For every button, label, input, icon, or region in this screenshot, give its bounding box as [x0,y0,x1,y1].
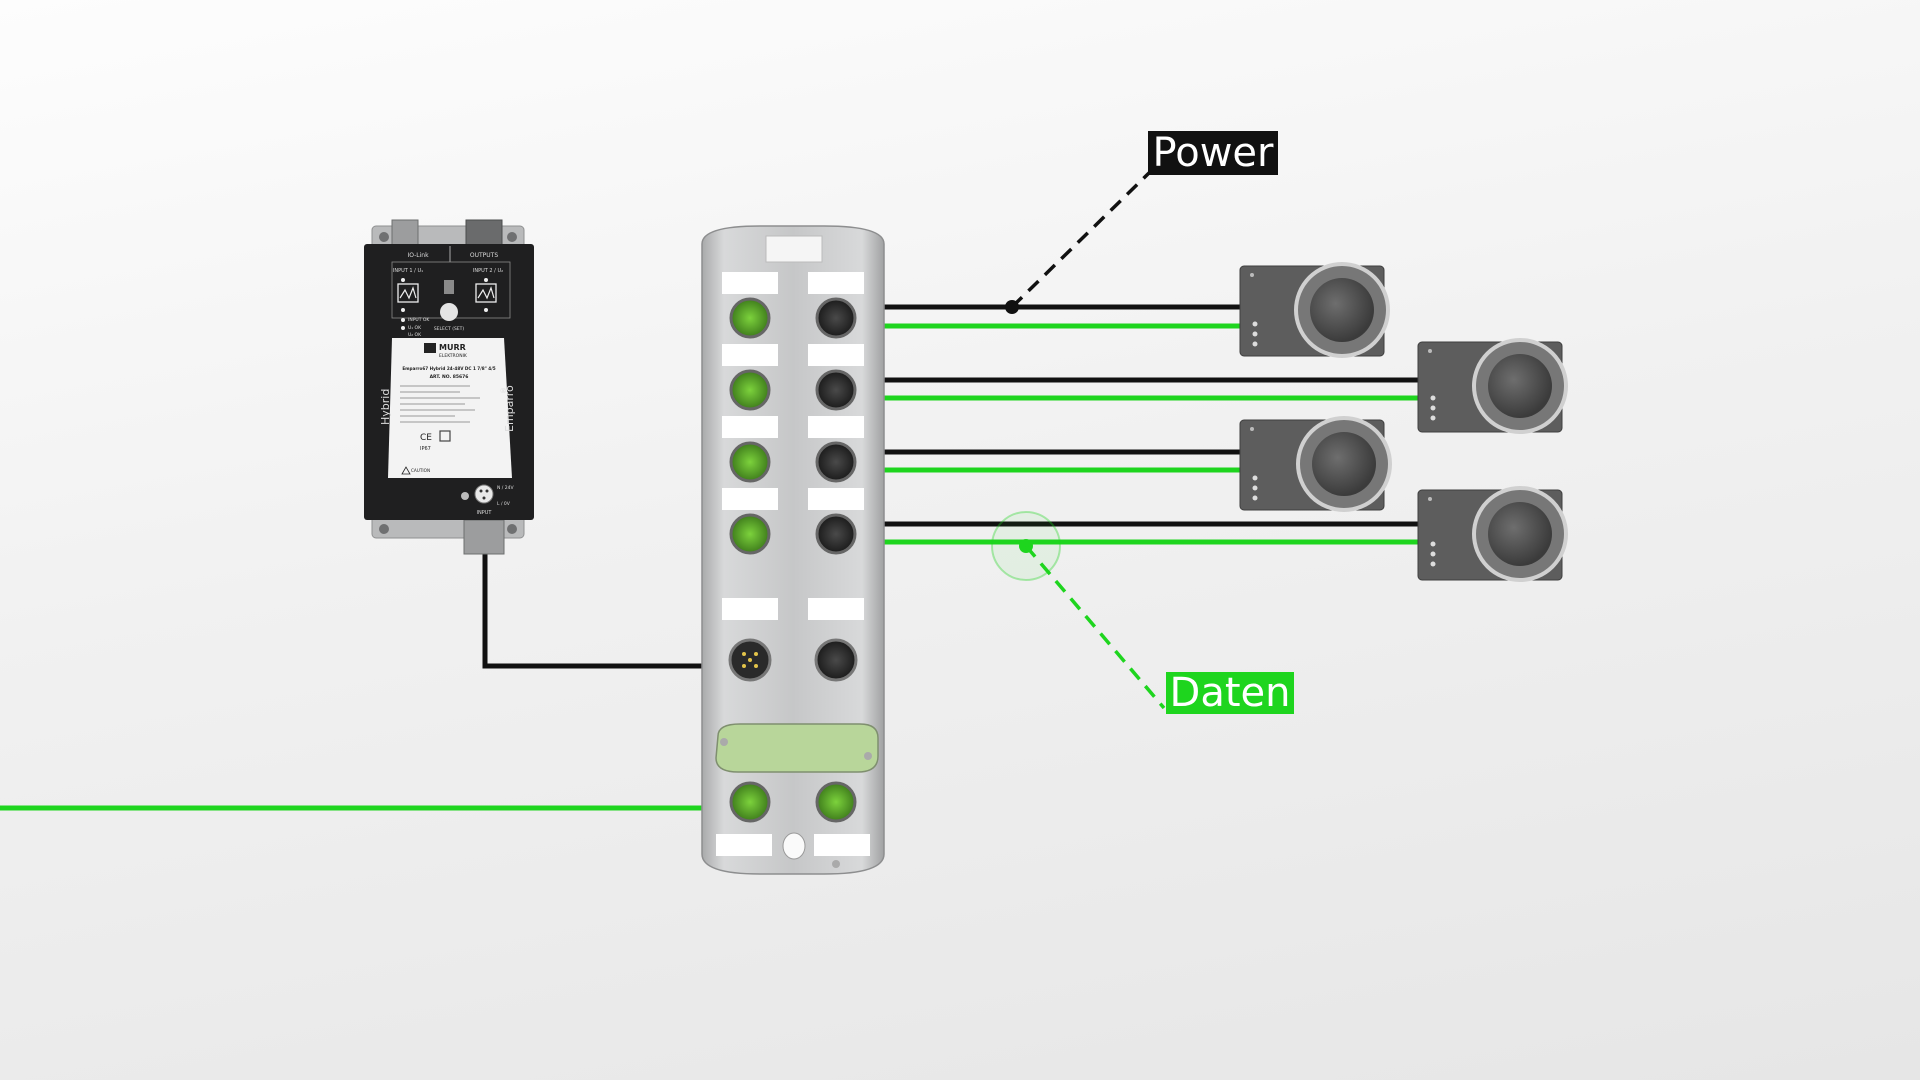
ps-ce-mark: CE [420,433,432,443]
ps-art-no: ART. NO. 85676 [430,374,469,380]
ps-input-2-label: INPUT 2 / U₂ [473,268,503,274]
port-row-2 [729,369,857,411]
power-callout: Power [1005,130,1278,314]
input-1-signal-icon [397,283,419,303]
ps-status-input-ok: INPUT OK [408,317,430,323]
data-port-4[interactable] [729,513,771,555]
power-port-3[interactable] [815,441,857,483]
input-connector-icon [474,484,494,504]
bus-port-out[interactable] [815,781,857,823]
ps-side-right-mark: ® [500,387,508,394]
sensor-device-2 [1417,338,1568,434]
select-button[interactable] [440,303,458,321]
port-row-1 [729,297,857,339]
port-row-4 [729,513,857,555]
sensor-device-3 [1239,416,1392,512]
ps-select-label: SELECT (SET) [434,326,465,332]
supply-ports [728,638,858,682]
ps-brand-sub: ELEKTRONIK [439,353,468,359]
data-port-1[interactable] [729,297,771,339]
data-label-box [1166,672,1294,714]
input-2-signal-icon [475,283,497,303]
bus-port-in[interactable] [729,781,771,823]
sensor-device-1 [1239,262,1390,358]
data-callout: Daten [991,511,1294,716]
ps-side-right: Emparro [503,385,516,432]
power-label-box [1148,131,1278,175]
status-window [715,723,879,773]
ps-status-u1: U₁ OK [408,325,422,331]
data-label: Daten [1170,670,1291,716]
ps-ip-rating: IP67 [420,446,431,452]
ps-pin-label-1: N / 24V [497,485,514,491]
io-module [701,225,885,875]
supply-out-port[interactable] [814,638,858,682]
ps-status-u2: U₂ OK [408,332,422,338]
qr-code [439,430,451,442]
ps-brand: MURR [439,343,466,352]
ps-input-1-label: INPUT 1 / U₁ [393,268,423,274]
warning-icon [401,466,411,475]
power-label: Power [1153,130,1274,176]
port-row-3 [729,441,857,483]
ps-tab-outputs: OUTPUTS [470,252,498,259]
ps-spec-lines [400,385,480,423]
output-cables [882,304,1418,545]
data-port-3[interactable] [729,441,771,483]
ps-pin-label-2: L / 0V [497,501,511,507]
power-port-4[interactable] [815,513,857,555]
data-port-2[interactable] [729,369,771,411]
ps-model: Emparro67 Hybrid 24-48V DC 1 7/8" 4/5 [402,366,495,371]
ps-tab-iolink: IO-Link [407,252,429,259]
supply-power-cable [482,550,705,669]
murr-logo [424,343,436,353]
power-supply-device: IO-Link OUTPUTS INPUT 1 / U₁ INPUT 2 / U… [364,219,534,555]
ps-side-left: Hybrid [379,389,392,425]
power-port-1[interactable] [815,297,857,339]
ps-caution: CAUTION [411,468,430,473]
sensor-device-4 [1417,486,1568,582]
power-port-2[interactable] [815,369,857,411]
ps-input-label: INPUT [477,510,493,516]
